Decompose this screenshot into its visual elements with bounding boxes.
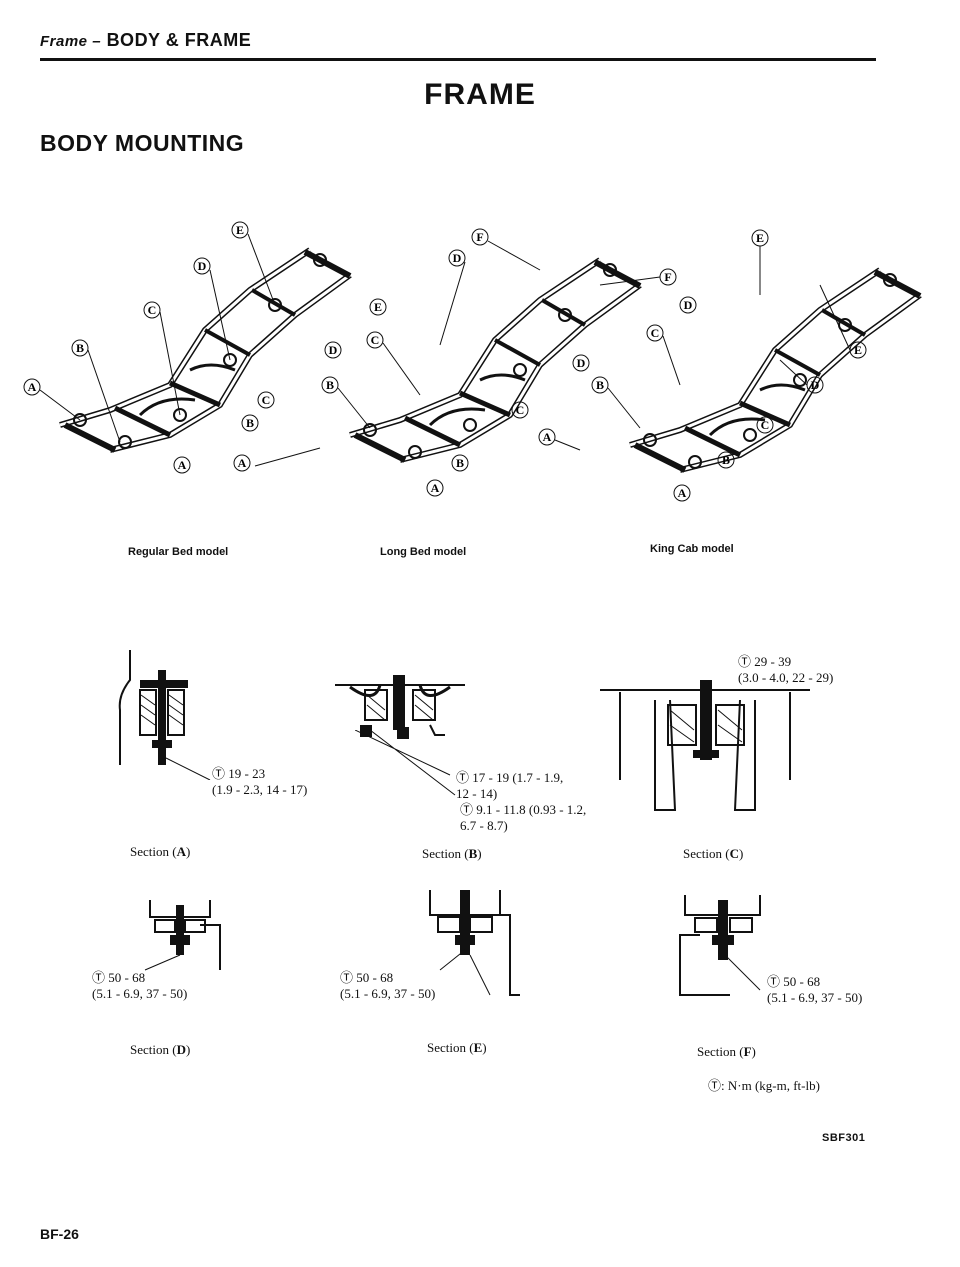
section-c-torque: Ⓣ 29 - 39 (3.0 - 4.0, 22 - 29) bbox=[738, 654, 834, 685]
svg-text:E: E bbox=[756, 231, 764, 245]
svg-text:F: F bbox=[664, 270, 671, 284]
torque-icon: Ⓣ bbox=[460, 802, 477, 817]
header-title: BODY & FRAME bbox=[106, 30, 252, 50]
svg-text:B: B bbox=[326, 378, 334, 392]
svg-text:D: D bbox=[811, 378, 820, 392]
svg-text:C: C bbox=[148, 303, 157, 317]
svg-text:D: D bbox=[198, 259, 207, 273]
section-d-label: Section (D) bbox=[130, 1042, 191, 1057]
page-title: FRAME bbox=[424, 78, 536, 111]
page-number: BF-26 bbox=[40, 1226, 79, 1242]
caption-regular-bed: Regular Bed model bbox=[128, 546, 229, 558]
section-f-diagram bbox=[679, 895, 761, 996]
svg-text:C: C bbox=[516, 403, 525, 417]
section-b-leaders bbox=[355, 730, 456, 796]
svg-text:C: C bbox=[651, 326, 660, 340]
section-c-label: Section (C) bbox=[683, 846, 744, 861]
svg-text:C: C bbox=[262, 393, 271, 407]
torque-icon: Ⓣ bbox=[708, 1078, 722, 1093]
torque-icon: Ⓣ bbox=[212, 766, 229, 781]
svg-text:D: D bbox=[329, 343, 338, 357]
torque-icon: Ⓣ bbox=[340, 970, 357, 985]
svg-text:A: A bbox=[178, 458, 187, 472]
svg-text:B: B bbox=[76, 341, 84, 355]
section-e-torque: Ⓣ 50 - 68 (5.1 - 6.9, 37 - 50) bbox=[340, 970, 436, 1001]
section-b-torque-2: Ⓣ 9.1 - 11.8 (0.93 - 1.2, 6.7 - 8.7) bbox=[460, 802, 587, 833]
caption-long-bed: Long Bed model bbox=[380, 546, 467, 558]
svg-text:B: B bbox=[246, 416, 254, 430]
svg-text:B: B bbox=[722, 453, 730, 467]
torque-icon: Ⓣ bbox=[767, 974, 784, 989]
svg-text:D: D bbox=[684, 298, 693, 312]
section-d-torque: Ⓣ 50 - 68 (5.1 - 6.9, 37 - 50) bbox=[92, 970, 188, 1001]
section-a-label: Section (A) bbox=[130, 844, 191, 859]
callout-letter: A bbox=[28, 380, 37, 394]
section-e-diagram bbox=[429, 890, 520, 996]
torque-icon: Ⓣ bbox=[92, 970, 109, 985]
svg-text:B: B bbox=[456, 456, 464, 470]
section-f-label: Section (F) bbox=[697, 1044, 756, 1059]
svg-text:A: A bbox=[431, 481, 440, 495]
frame-illustrations: A A B B C C D D E E A A B B C C D D F F … bbox=[23, 221, 940, 502]
svg-text:C: C bbox=[761, 418, 770, 432]
section-a-diagram bbox=[118, 650, 211, 780]
svg-text:F: F bbox=[476, 230, 483, 244]
section-c-diagram bbox=[600, 680, 810, 811]
svg-text:E: E bbox=[236, 223, 244, 237]
torque-icon: Ⓣ bbox=[456, 770, 473, 785]
torque-icon: Ⓣ bbox=[738, 654, 755, 669]
svg-text:E: E bbox=[854, 343, 862, 357]
section-a-torque: Ⓣ 19 - 23 (1.9 - 2.3, 14 - 17) bbox=[212, 766, 308, 797]
svg-text:D: D bbox=[577, 356, 586, 370]
section-b-diagram bbox=[335, 675, 465, 739]
units-legend: Ⓣ: N·m (kg-m, ft-lb) bbox=[708, 1078, 820, 1093]
section-heading: BODY MOUNTING bbox=[40, 130, 245, 156]
svg-text:C: C bbox=[371, 333, 380, 347]
section-f-torque: Ⓣ 50 - 68 (5.1 - 6.9, 37 - 50) bbox=[767, 974, 863, 1005]
svg-text:A: A bbox=[543, 430, 552, 444]
caption-king-cab: King Cab model bbox=[650, 543, 734, 555]
svg-text:D: D bbox=[453, 251, 462, 265]
section-b-label: Section (B) bbox=[422, 846, 482, 861]
header-prefix: Frame – bbox=[40, 33, 102, 50]
figure-code: SBF301 bbox=[822, 1132, 866, 1144]
callout-a-1: A bbox=[23, 378, 41, 396]
svg-text:E: E bbox=[374, 300, 382, 314]
svg-text:A: A bbox=[238, 456, 247, 470]
section-e-label: Section (E) bbox=[427, 1040, 487, 1055]
running-header: Frame – BODY & FRAME bbox=[40, 30, 251, 51]
header-rule bbox=[40, 58, 876, 61]
svg-text:A: A bbox=[678, 486, 687, 500]
section-b-torque-1: Ⓣ 17 - 19 (1.7 - 1.9, 12 - 14) bbox=[456, 770, 564, 801]
section-d-diagram bbox=[144, 900, 221, 971]
svg-text:B: B bbox=[596, 378, 604, 392]
